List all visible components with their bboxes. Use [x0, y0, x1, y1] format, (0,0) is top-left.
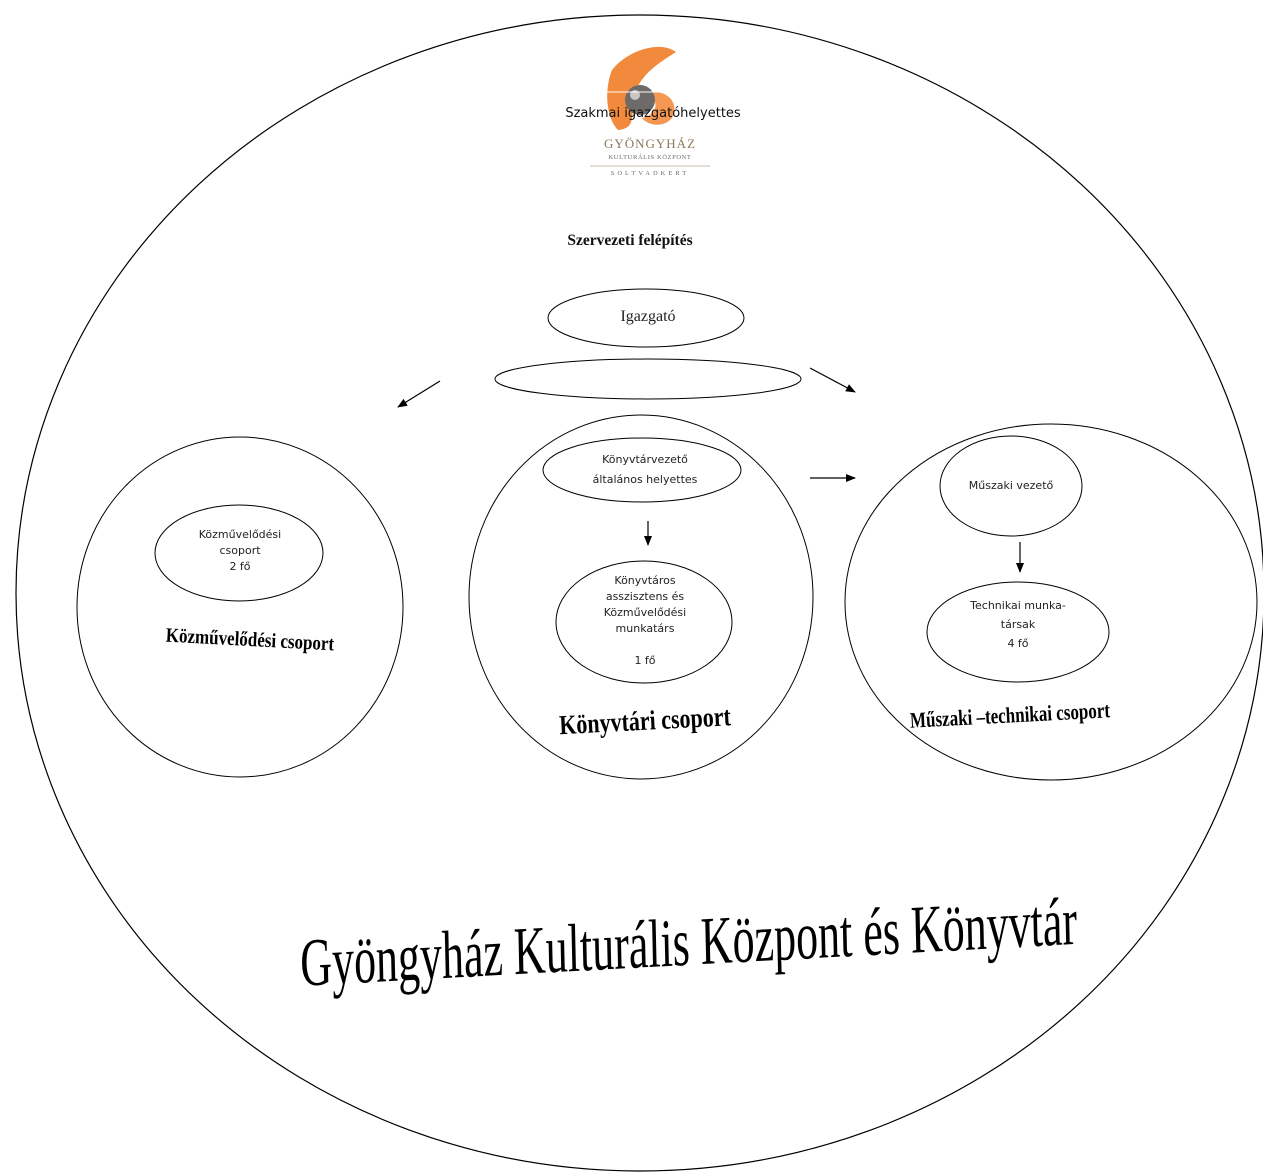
konyvtari-staff-ellipse: [555, 560, 733, 684]
konyvtari-staff-line: [570, 637, 720, 653]
logo-city-text: SOLTVADKERT: [610, 170, 690, 177]
logo-graphic: [590, 46, 712, 167]
outer-organization-ellipse: [15, 14, 1263, 1172]
konyvtari-staff-line: 1 fő: [634, 654, 656, 667]
kozmuvelodesi-group-circle: [76, 436, 404, 778]
kozmuvelodesi-node-ellipse: [154, 504, 324, 602]
logo-subtitle-text: KULTURÁLIS KÖZPONT: [608, 154, 692, 161]
logo-brand-text: GYÖNGYHÁZ: [603, 136, 697, 151]
kozmuvelodesi-node: Közművelődési csoport 2 fő: [170, 527, 310, 575]
konyvtari-head-line: Könyvtárvezető: [602, 453, 688, 466]
kozmuvelodesi-node-line: Közművelődési: [198, 528, 282, 541]
muszaki-staff-node: Technikai munka- társak 4 fő: [943, 596, 1093, 653]
muszaki-head-ellipse: [939, 435, 1083, 537]
muszaki-staff-line: társak: [1000, 618, 1036, 631]
konyvtari-staff-line: Közművelődési: [603, 606, 687, 619]
muszaki-staff-ellipse: [926, 581, 1110, 683]
kozmuvelodesi-node-line: csoport: [219, 544, 261, 557]
chart-title: Szervezeti felépítés: [567, 232, 693, 249]
muszaki-head-node: Műszaki vezető: [941, 478, 1081, 494]
konyvtari-head-node: Könyvtárvezető általános helyettes: [560, 452, 730, 488]
muszaki-staff-line: Technikai munka-: [970, 599, 1066, 612]
deputy-director-label: Szakmai igazgatóhelyettes: [565, 106, 741, 121]
konyvtari-group-circle: [468, 414, 814, 780]
muszaki-head-line: Műszaki vezető: [968, 479, 1054, 492]
konyvtari-head-line: általános helyettes: [592, 473, 698, 486]
muszaki-group-circle: [844, 423, 1258, 781]
logo-swoosh-shape: [607, 46, 676, 130]
arrow-to-muszaki: [809, 367, 856, 393]
konyvtari-head-ellipse: [542, 437, 742, 503]
director-node-ellipse: [547, 288, 745, 348]
konyvtari-staff-line: Könyvtáros: [614, 574, 676, 587]
director-label: Igazgató: [620, 308, 676, 325]
deputy-node-ellipse: [494, 358, 802, 400]
konyvtari-staff-node: Könyvtáros asszisztens és Közművelődési …: [570, 573, 720, 669]
kozmuvelodesi-node-line: 2 fő: [229, 560, 251, 573]
muszaki-staff-line: 4 fő: [1007, 637, 1029, 650]
konyvtari-staff-line: munkatárs: [615, 622, 675, 635]
konyvtari-staff-line: asszisztens és: [605, 590, 685, 603]
arrow-to-kozmuvelodesi: [397, 380, 441, 408]
